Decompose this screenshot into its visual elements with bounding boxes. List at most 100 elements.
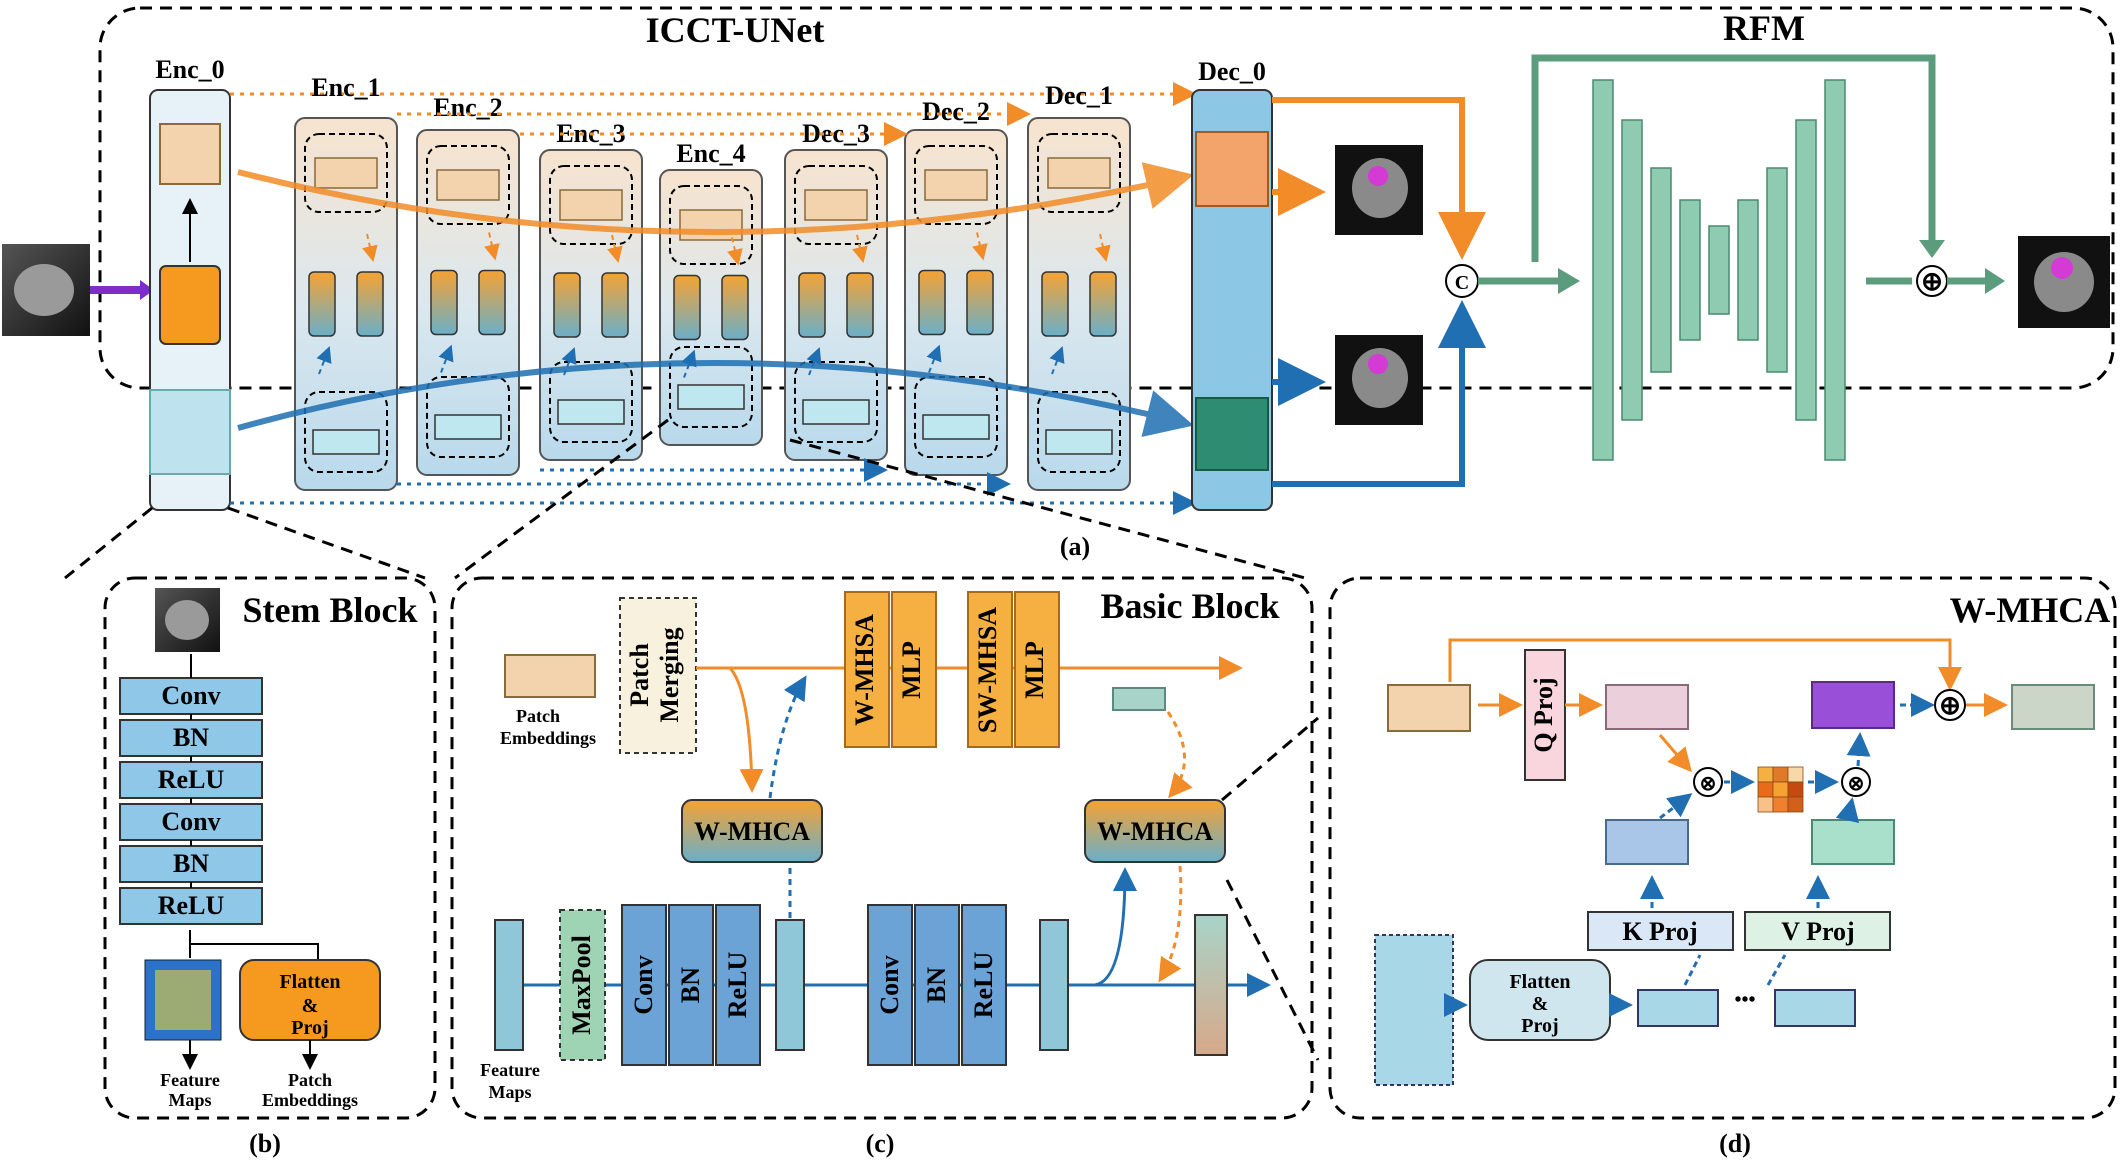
stem-input-ct-body xyxy=(165,600,209,640)
panel-c-title: Basic Block xyxy=(1100,586,1279,626)
stage-blue-up-arrow xyxy=(806,347,822,376)
stem-feature-maps-overlay xyxy=(155,970,211,1030)
stem-layer-label-3: ReLU xyxy=(158,765,225,794)
stage-blue-up-arrow xyxy=(1049,346,1065,375)
d-query-to-mul xyxy=(1658,734,1692,773)
d-mul-symbol-2: ⊗ xyxy=(1848,773,1865,795)
c-wmhca-to-top xyxy=(768,675,807,799)
rfm-residual-path xyxy=(1531,54,1936,262)
stem-layer-label-2: BN xyxy=(173,723,209,752)
c-out-embeddings xyxy=(1112,687,1166,711)
convB-layer-1 xyxy=(867,904,913,1066)
blue-to-concat xyxy=(1272,300,1486,487)
panel-b-frame xyxy=(103,576,437,1120)
stem-layer-label-4: Conv xyxy=(161,807,220,836)
stage-wmhca-module-left xyxy=(918,269,946,336)
stage-orange-down-arrow xyxy=(484,232,500,261)
stage-orange-down-arrow xyxy=(852,234,868,263)
stem-layer-label-5: BN xyxy=(173,849,209,878)
panel-d-title: W-MHCA xyxy=(1950,590,2111,630)
d-k-proj-label: K Proj xyxy=(1622,917,1697,946)
stage-wmhca-module-right xyxy=(1089,271,1117,337)
stage-transformer-region xyxy=(426,145,510,225)
stem-layer-label-1: Conv xyxy=(161,681,220,710)
orange-to-concat xyxy=(1272,97,1486,260)
panel-a-title: ICCT-UNet xyxy=(646,10,825,50)
d-flatten-line3: Proj xyxy=(1521,1015,1558,1037)
attention-cell xyxy=(1772,796,1789,813)
d-key-tokens xyxy=(1605,819,1689,865)
zoom-line-c-right xyxy=(789,438,1306,580)
stage-orange-down-arrow xyxy=(1095,233,1111,262)
zoom-line-b-left xyxy=(64,506,153,580)
c-wmhsa xyxy=(844,591,890,748)
stem-out-right-2: Embeddings xyxy=(262,1090,358,1110)
stage-dec1-label: Dec_1 xyxy=(1045,81,1113,110)
rfm-bar-7 xyxy=(1766,167,1788,373)
attention-cell xyxy=(1772,781,1789,798)
stage-enc1-label: Enc_1 xyxy=(311,73,380,102)
d-output-tokens xyxy=(2011,684,2095,730)
stage-wmhca-module-right xyxy=(356,271,384,337)
c-maxpool xyxy=(559,909,606,1061)
zoom-line-b-right xyxy=(227,506,426,580)
stem-out-right-1: Patch xyxy=(288,1070,332,1090)
c-wmhsa-label: W-MHSA xyxy=(850,614,879,726)
stage-transformer-region xyxy=(669,185,753,265)
dec0-label: Dec_0 xyxy=(1198,57,1266,86)
stage-transformer-region xyxy=(794,165,878,245)
stage-feature-plane xyxy=(922,414,990,440)
concat-symbol: C xyxy=(1455,272,1469,294)
d-query-tokens xyxy=(1605,684,1689,730)
rfm-bar-8 xyxy=(1795,119,1817,421)
rfm-bar-3 xyxy=(1650,167,1672,373)
zoom-line-c-left xyxy=(454,418,669,580)
c-feat-in-1: Feature xyxy=(480,1060,540,1080)
zoom-line-d-bottom xyxy=(1225,879,1320,1061)
c-patch-merging-1: Patch xyxy=(625,643,654,707)
attention-cell xyxy=(1757,766,1774,783)
c-mlp-1-label: MLP xyxy=(897,641,926,699)
d-kv-tokens-1 xyxy=(1637,989,1719,1027)
stage-conv-region xyxy=(549,361,633,443)
convB-layer-2 xyxy=(914,904,960,1066)
stage-wmhca-module-right xyxy=(721,274,749,341)
panel-b-caption: (b) xyxy=(249,1129,281,1158)
panel-c: Basic Block (c) Patch Embeddings Patch M… xyxy=(450,576,1314,1158)
c-swmhsa-label: SW-MHSA xyxy=(973,607,1002,733)
stage-patch-tokens xyxy=(1047,157,1111,189)
d-mul-to-out xyxy=(1846,732,1871,767)
enc0-label: Enc_0 xyxy=(155,55,224,84)
c-wmhca-left-label: W-MHCA xyxy=(694,817,810,846)
stage-feature-plane xyxy=(677,384,745,410)
stem-flatten-line1: Flatten xyxy=(279,971,340,993)
c-top-to-wmhca xyxy=(728,666,764,793)
d-tokens-to-v xyxy=(1766,954,1787,986)
d-feature-volume xyxy=(1374,934,1454,1086)
stage-patch-tokens xyxy=(314,157,378,189)
stage-blue-up-arrow xyxy=(926,344,942,373)
add-to-output-head xyxy=(1985,268,2005,294)
d-key-to-mul xyxy=(1659,793,1693,820)
c-patch-merging xyxy=(619,597,697,754)
c-mlp-1 xyxy=(891,591,937,748)
d-q-proj xyxy=(1524,649,1566,781)
stage-enc2-label: Enc_2 xyxy=(433,93,502,122)
c-patch-in-2: Embeddings xyxy=(500,728,596,748)
panel-a: ICCT-UNet RFM (a) Enc_0 Enc_1Enc_2Enc_3E… xyxy=(2,6,2115,561)
d-v-proj xyxy=(1744,911,1891,951)
stage-transformer-region xyxy=(914,145,998,225)
d-residual-path xyxy=(1448,638,1962,691)
d-attended-tokens xyxy=(1811,681,1895,729)
c-maxpool-label: MaxPool xyxy=(567,935,596,1035)
stem-layer-5 xyxy=(119,845,263,883)
c-mlp-2-label: MLP xyxy=(1020,641,1049,699)
c-wmhca-right-label: W-MHCA xyxy=(1097,817,1213,846)
orange-main-flow xyxy=(237,162,1194,235)
d-v-proj-label: V Proj xyxy=(1781,917,1854,946)
attention-cell xyxy=(1772,766,1789,783)
stage-wmhca-module-right xyxy=(966,269,994,336)
